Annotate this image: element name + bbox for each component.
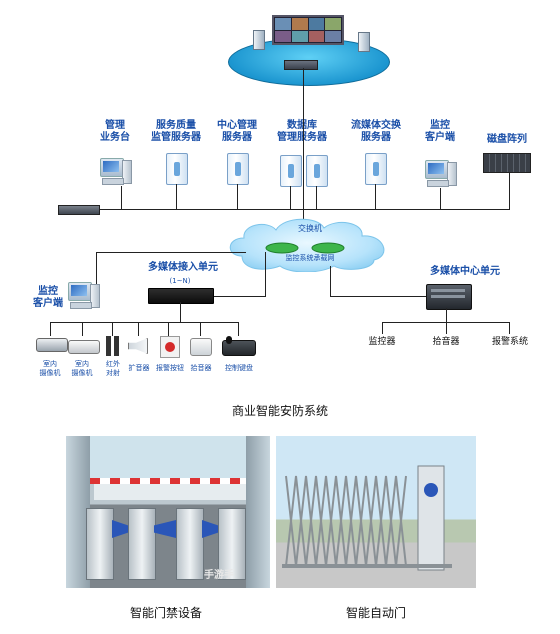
left-switch-icon	[58, 205, 100, 215]
label-alarm-button: 报警按钮	[156, 364, 184, 372]
label-monitor: 监控器	[368, 337, 396, 347]
label-left-client: 监控 客户端	[33, 286, 63, 309]
label-amplifier: 扩音器	[128, 364, 150, 372]
left-client-pc-icon	[68, 282, 100, 310]
video-wall-icon	[272, 15, 344, 45]
label-monitor-client: 监控 客户端	[425, 120, 455, 143]
access-unit-title: 多媒体接入单元	[148, 262, 218, 273]
platform-pc-right-icon	[358, 32, 370, 52]
diagram-caption: 商业智能安防系统	[231, 404, 328, 418]
cloud-subtitle: 监控系统承载网	[285, 254, 335, 262]
disk-array-icon	[483, 153, 531, 173]
auto-door-photo	[276, 436, 476, 588]
label-pickup: 拾音器	[190, 364, 212, 372]
alarm-button-icon	[160, 336, 180, 358]
right-photo-caption: 智能自动门	[345, 606, 406, 620]
center-unit-title: 多媒体中心单元	[430, 266, 500, 277]
label-center-server: 中心管理 服务器	[217, 120, 257, 143]
center-unit-server-icon	[426, 284, 472, 310]
access-unit-sub: (1~N)	[169, 277, 191, 285]
control-keyboard-icon	[222, 336, 256, 356]
label-camera-2: 室内 摄像机	[71, 360, 93, 377]
ir-detector-icon-a	[106, 336, 111, 356]
left-photo-caption: 智能门禁设备	[129, 606, 202, 620]
label-ir-detector: 红外 对射	[106, 360, 120, 377]
label-pickup-2: 拾音器	[432, 337, 460, 347]
label-db-server: 数据库 管理服务器	[277, 120, 327, 143]
db-server-icon-1	[280, 155, 302, 187]
cloud-switch-icon-1	[265, 242, 299, 254]
access-unit-device-icon	[148, 288, 214, 304]
mgmt-desk-pc-icon	[100, 158, 132, 186]
top-bus-line	[60, 209, 510, 210]
label-disk-array: 磁盘阵列	[487, 134, 527, 145]
label-stream-server: 流媒体交换 服务器	[351, 120, 401, 143]
photo-watermark: 手游手	[204, 570, 234, 581]
cloud-switch-icon-2	[311, 242, 345, 254]
stream-server-icon	[365, 153, 387, 185]
network-cloud	[229, 218, 385, 272]
label-camera-1: 室内 摄像机	[39, 360, 61, 377]
monitor-client-pc-icon	[425, 160, 457, 188]
label-control-keyboard: 控制键盘	[225, 364, 253, 372]
label-mgmt-desk: 管理 业务台	[100, 120, 130, 143]
ir-detector-icon-b	[114, 336, 119, 356]
label-qos-server: 服务质量 监管服务器	[151, 120, 201, 143]
platform-switch-icon	[284, 60, 318, 70]
camera-icon-2	[68, 340, 100, 354]
label-alarm-system: 报警系统	[491, 337, 528, 347]
qos-server-icon	[166, 153, 188, 185]
pickup-icon	[190, 338, 212, 356]
amplifier-icon	[128, 338, 148, 354]
center-server-icon	[227, 153, 249, 185]
cloud-title: 交换机	[298, 224, 322, 233]
camera-icon-1	[36, 338, 68, 352]
db-server-icon-2	[306, 155, 328, 187]
platform-pc-left-icon	[253, 30, 265, 50]
access-gate-photo: 手游手	[66, 436, 270, 588]
